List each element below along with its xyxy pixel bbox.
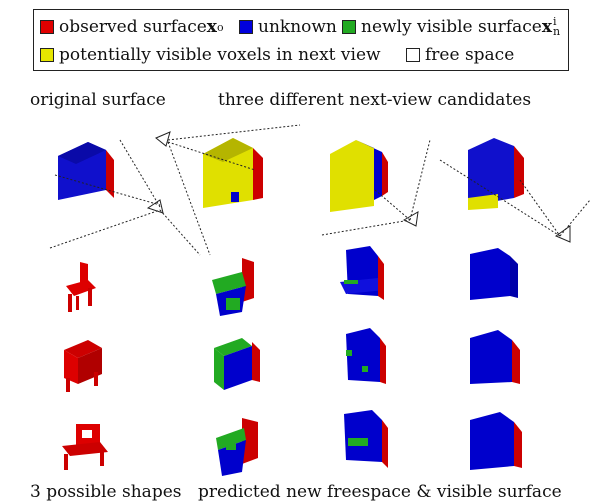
pred-2-1 [212, 258, 254, 316]
newly-label: newly visible surface [361, 17, 542, 37]
caption-predicted: predicted new freespace & visible surfac… [198, 482, 562, 502]
free-label: free space [425, 45, 515, 65]
newly-sub: n [552, 25, 561, 38]
legend-free: free space [406, 45, 514, 65]
pred-3-2 [346, 328, 386, 384]
pred-4-2 [470, 330, 520, 384]
shape-2 [64, 340, 102, 392]
observed-var: x [206, 17, 217, 37]
camera-1 [155, 124, 301, 256]
observed-swatch [40, 20, 54, 34]
pred-3-3 [344, 410, 388, 468]
candidate-1 [203, 138, 263, 208]
pred-2-3 [216, 418, 258, 476]
potential-swatch [40, 48, 54, 62]
potential-label: potentially visible voxels in next view [59, 45, 381, 65]
camera-2 [321, 139, 431, 236]
newly-swatch [342, 20, 356, 34]
legend-potential: potentially visible voxels in next view [40, 45, 381, 65]
newly-sup: i [552, 15, 557, 28]
unknown-swatch [239, 20, 253, 34]
pred-3-1 [340, 246, 384, 300]
caption-shapes: 3 possible shapes [30, 482, 182, 502]
candidate-2 [330, 140, 388, 212]
pred-4-1 [470, 248, 518, 300]
original-house [58, 142, 114, 200]
pred-4-3 [470, 412, 522, 470]
legend-unknown: unknown [239, 17, 337, 37]
caption-original: original surface [30, 90, 166, 110]
newly-var: x [541, 17, 552, 37]
shape-1 [66, 262, 96, 312]
unknown-label: unknown [258, 17, 337, 37]
camera-3 [439, 159, 591, 243]
pred-2-2 [214, 338, 260, 390]
free-swatch [406, 48, 420, 62]
observed-sub: o [216, 20, 224, 34]
shape-3 [62, 424, 108, 470]
caption-candidates: three different next-view candidates [218, 90, 532, 110]
observed-label: observed surface [59, 17, 207, 37]
camera-original [49, 139, 201, 256]
candidate-3 [468, 138, 524, 210]
